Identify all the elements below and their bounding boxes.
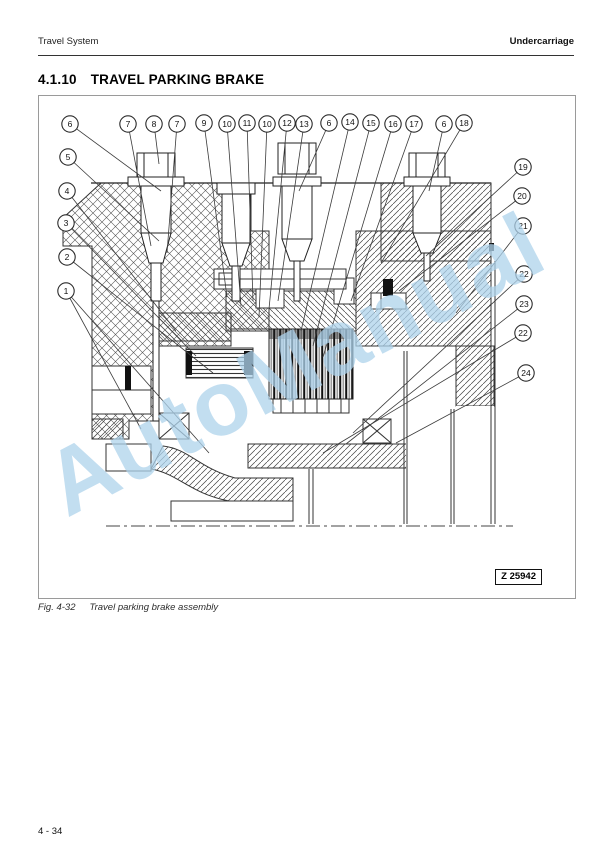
header-right: Undercarriage [509,36,574,47]
callout-14: 14 [341,113,359,131]
svg-text:11: 11 [243,118,252,128]
header-rule [38,55,574,56]
callout-23: 23 [515,295,533,313]
page-number: 4 - 34 [38,826,63,837]
callout-4: 4 [58,182,76,200]
callout-13: 13 [295,115,313,133]
piston-left [152,312,232,342]
callout-7: 7 [119,115,137,133]
figure-caption-label: Fig. 4-32 [38,602,76,613]
left-bottom-block [105,443,152,472]
svg-text:8: 8 [152,119,157,129]
callout-10: 10 [258,115,276,133]
svg-text:15: 15 [366,118,376,128]
flange-outer-white [456,406,494,524]
svg-text:5: 5 [66,152,71,162]
svg-text:3: 3 [64,218,69,228]
header-left: Travel System [38,36,99,47]
callout-6: 6 [320,114,338,132]
left-step [91,418,124,440]
svg-text:6: 6 [442,119,447,129]
callout-6: 6 [61,115,79,133]
callout-6: 6 [435,115,453,133]
disc-pack-spline [269,329,353,339]
svg-text:24: 24 [521,368,531,378]
svg-text:17: 17 [409,119,419,129]
svg-text:10: 10 [222,119,232,129]
svg-text:13: 13 [299,119,309,129]
machined-parts [91,268,494,524]
callout-12: 12 [278,114,296,132]
callout-2: 2 [58,248,76,266]
callout-7: 7 [168,115,186,133]
callout-16: 16 [384,115,402,133]
callout-17: 17 [405,115,423,133]
callout-8: 8 [145,115,163,133]
svg-text:20: 20 [517,191,527,201]
spring-cartridge [185,347,254,379]
plug-b [216,182,256,302]
callout-15: 15 [362,114,380,132]
section-title: 4.1.10 TRAVEL PARKING BRAKE [38,72,264,87]
section-heading: TRAVEL PARKING BRAKE [90,72,265,87]
svg-text:16: 16 [388,119,398,129]
bolt-a [127,152,185,422]
svg-text:2: 2 [65,252,70,262]
bottom-flange-band [247,443,432,469]
callout-19: 19 [514,158,532,176]
svg-text:7: 7 [126,119,131,129]
svg-text:4: 4 [65,186,70,196]
bolt-d [403,152,451,282]
svg-text:1: 1 [64,286,69,296]
callout-21: 21 [514,217,532,235]
svg-text:9: 9 [202,118,207,128]
figure-caption: Fig. 4-32 Travel parking brake assembly [38,602,218,613]
svg-text:12: 12 [282,118,292,128]
svg-text:10: 10 [262,119,272,129]
callout-3: 3 [57,214,75,232]
seal-right [383,279,393,296]
callout-9: 9 [195,114,213,132]
svg-text:6: 6 [68,119,73,129]
svg-text:7: 7 [175,119,180,129]
figure-code-label: Z 25942 [495,569,542,585]
shaft-hub [170,500,294,522]
svg-text:19: 19 [518,162,528,172]
callout-22: 22 [515,265,533,283]
callout-1: 1 [57,282,75,300]
leader-lines [65,121,527,454]
figure-caption-text: Travel parking brake assembly [89,602,219,613]
svg-text:22: 22 [519,269,529,279]
svg-text:22: 22 [518,328,528,338]
svg-text:21: 21 [518,221,528,231]
brake-assembly-drawing: 6787910111012136141516176185432119202122… [39,113,561,536]
svg-text:23: 23 [519,299,529,309]
svg-text:6: 6 [327,118,332,128]
motor-flange-plate [406,349,452,524]
callout-11: 11 [238,114,256,132]
disc-carrier-legs [280,399,342,413]
callout-22: 22 [514,324,532,342]
callout-10: 10 [218,115,236,133]
spring-seat-right [244,351,253,375]
brake-disc-pack [268,328,354,400]
seal-left [125,366,131,390]
right-housing-ring [455,345,495,407]
svg-text:14: 14 [345,117,355,127]
spring-seat-left [186,351,192,375]
section-number: 4.1.10 [38,72,77,87]
flange-edges [308,183,496,524]
callout-20: 20 [513,187,531,205]
callout-18: 18 [455,114,473,132]
callout-24: 24 [517,364,535,382]
callout-5: 5 [59,148,77,166]
svg-text:18: 18 [459,118,469,128]
